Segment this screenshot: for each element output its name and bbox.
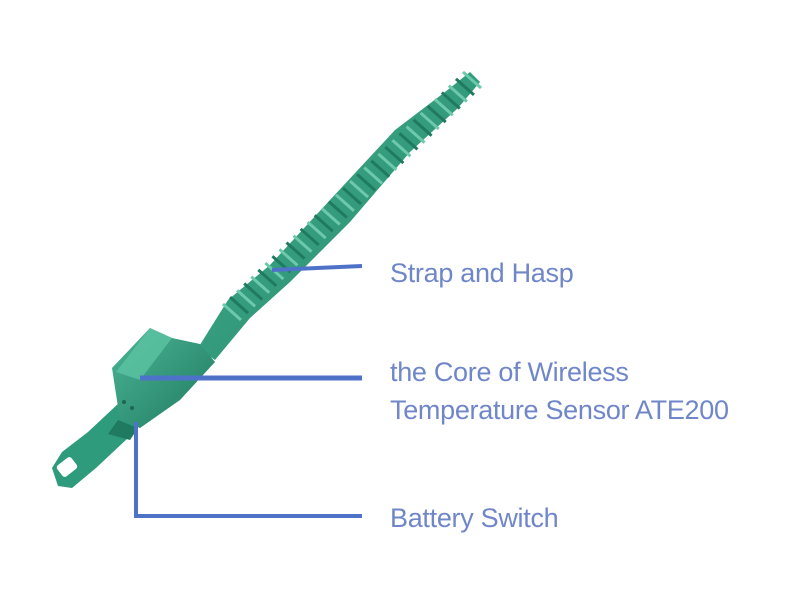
core-label-line2: Temperature Sensor ATE200 [390,395,729,425]
strap-rib [433,98,454,117]
strap-and-hasp [198,70,482,360]
strap-label: Strap and Hasp [390,258,574,288]
strap-rib [299,227,320,247]
strap-rib [356,173,377,192]
strap-rib [412,118,433,137]
strap-rib [292,234,313,253]
battery-label: Battery Switch [390,503,559,533]
strap-rib [447,84,468,103]
strap-rib [391,139,412,158]
strap-rib [405,125,426,144]
strap-rib [363,166,384,185]
strap-rib [278,248,299,267]
strap-rib [377,152,398,172]
strap-rib [426,104,447,124]
strap-leader-line [271,264,363,272]
hasp-slot [56,457,78,477]
strap-rib [313,214,334,233]
core-label: the Core of Wireless Temperature Sensor … [390,353,729,429]
strap-rib [236,289,257,308]
sensor-core [108,328,215,440]
strap-rib [243,282,264,301]
battery-switch-hole [122,400,126,404]
strap-rib [384,145,405,165]
strap-rib [229,296,250,315]
core-label-line1: the Core of Wireless [390,357,629,387]
strap-rib [349,180,370,199]
strap-rib [306,220,327,240]
battery-leader-line [134,422,362,518]
leader-lines [134,264,363,518]
strap-rib [320,207,341,226]
strap-rib [250,275,271,294]
strap-rib [257,268,278,288]
strap-rib [419,111,440,131]
strap-rib [398,132,419,151]
strap-ribs [222,70,482,322]
strap-rib [440,91,461,110]
strap-rib [454,77,475,96]
strap-rib [334,193,355,212]
strap-rib [285,241,306,260]
strap-rib [222,302,242,322]
strap-rib [370,159,391,178]
strap-rib [462,70,482,90]
strap-rib [327,200,348,219]
strap-rib [342,186,362,206]
battery-switch-hole [130,406,134,410]
